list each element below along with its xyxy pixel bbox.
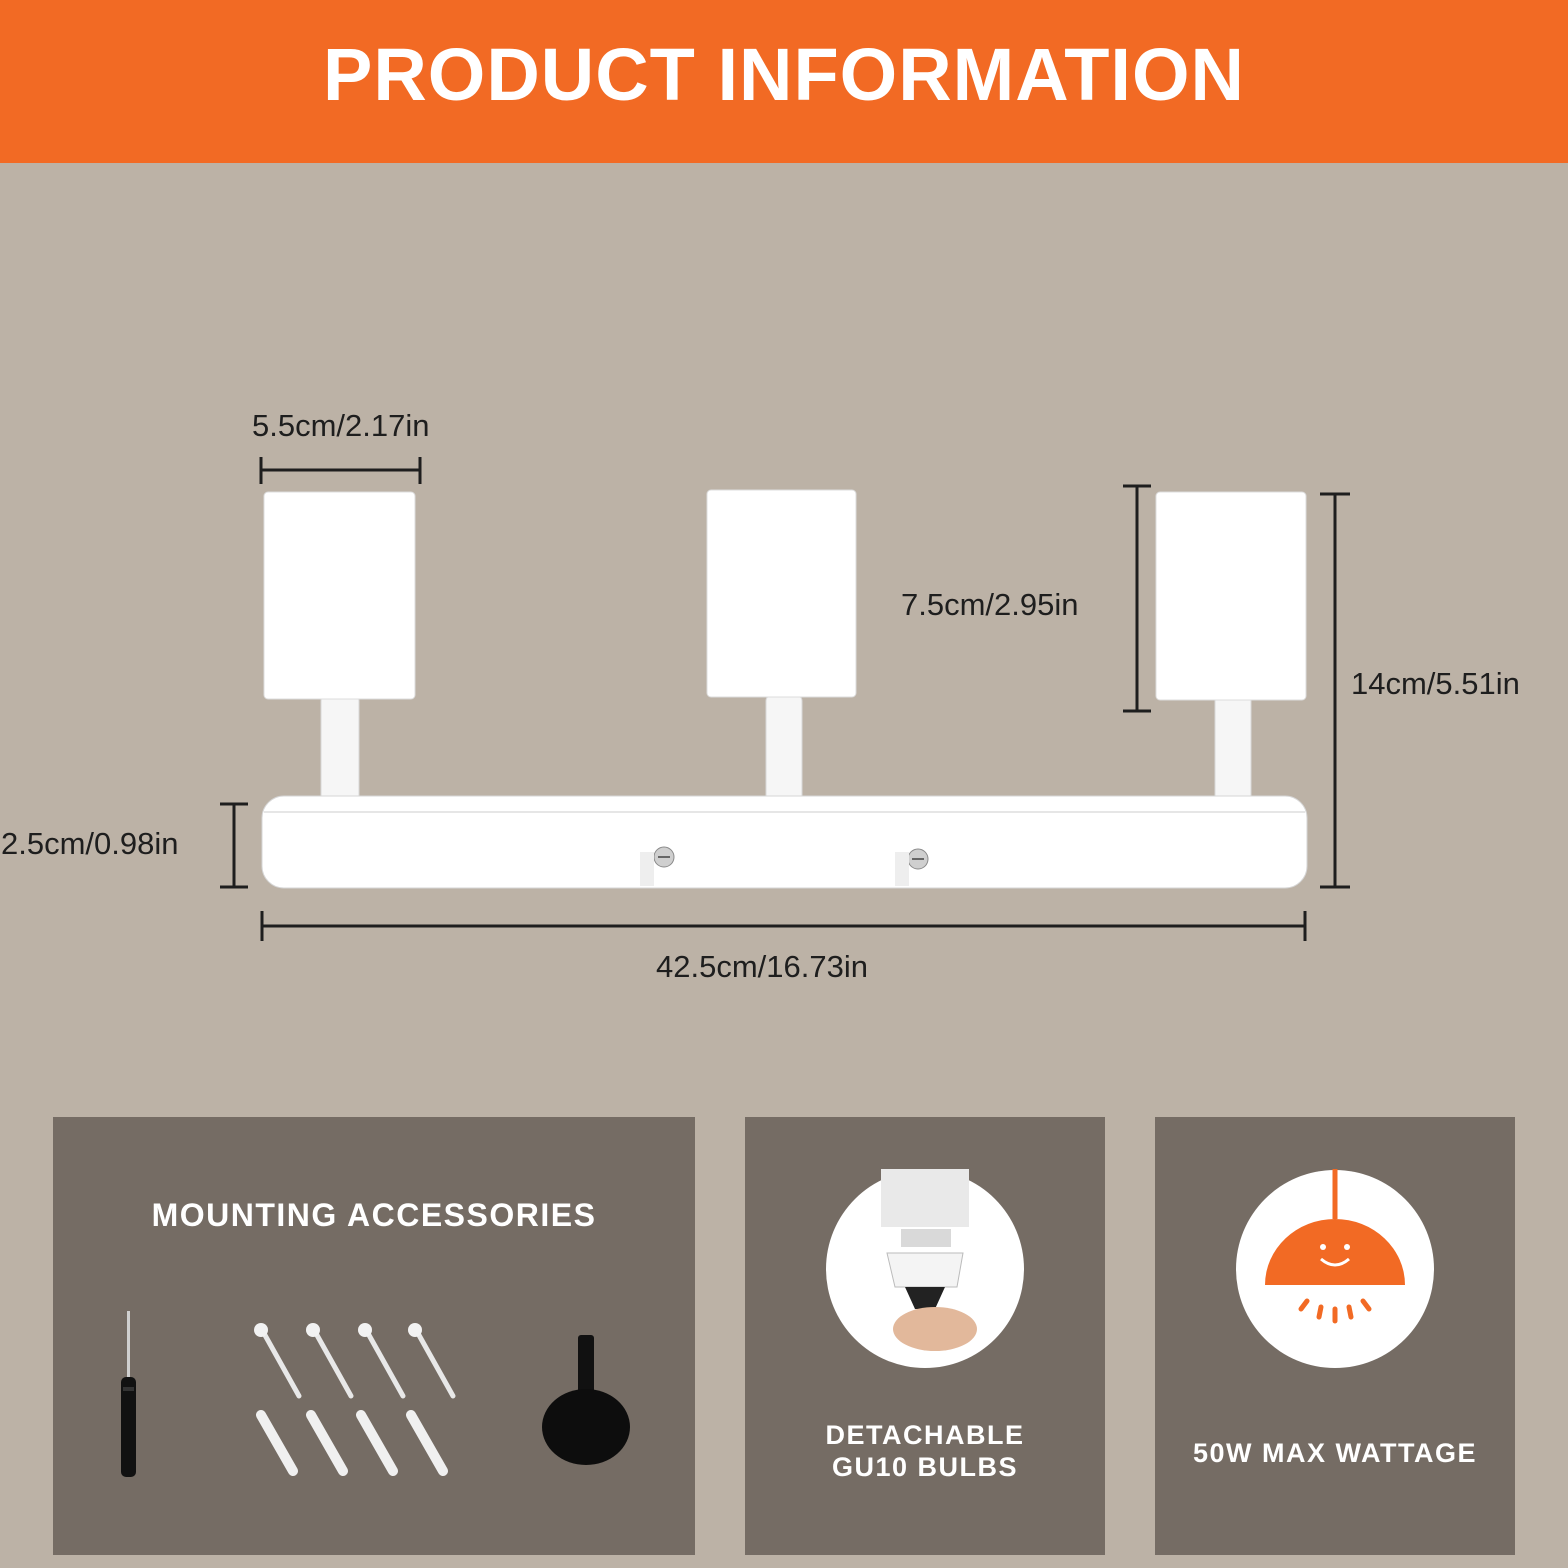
bulbs-caption-line1: DETACHABLE [825, 1420, 1025, 1450]
total-height-label: 14cm/5.51in [1351, 666, 1520, 701]
screw-icon [254, 1323, 456, 1399]
bulbs-panel: DETACHABLE GU10 BULBS [745, 1117, 1105, 1555]
wall-anchor-icon [256, 1410, 448, 1476]
spotlight-left [263, 491, 416, 804]
shade-width-label: 5.5cm/2.17in [252, 408, 430, 443]
page-title: PRODUCT INFORMATION [323, 33, 1245, 116]
screwdriver-icon [121, 1311, 136, 1477]
header-banner: PRODUCT INFORMATION [0, 0, 1568, 163]
wattage-panel: 50W MAX WATTAGE [1155, 1117, 1515, 1555]
wattage-caption: 50W MAX WATTAGE [1193, 1438, 1477, 1468]
bulbs-caption-line2: GU10 BULBS [831, 1452, 1019, 1482]
dimension-lines [220, 457, 1350, 941]
base-plate [261, 795, 1308, 889]
accessories-title: MOUNTING ACCESSORIES [151, 1197, 597, 1233]
spotlight-center [706, 489, 857, 804]
bulbs-caption: DETACHABLE GU10 BULBS [745, 1419, 1105, 1483]
accessories-panel: MOUNTING ACCESSORIES [53, 1117, 695, 1555]
product-diagram [220, 457, 1350, 941]
base-height-label: 2.5cm/0.98in [1, 826, 179, 861]
drill-stop-icon [542, 1335, 630, 1465]
bulb-removal-icon [826, 1169, 1024, 1368]
total-length-label: 42.5cm/16.73in [656, 949, 868, 984]
shade-height-label: 7.5cm/2.95in [901, 587, 1079, 622]
spotlight-right [1155, 491, 1307, 804]
lamp-icon [1236, 1169, 1434, 1368]
